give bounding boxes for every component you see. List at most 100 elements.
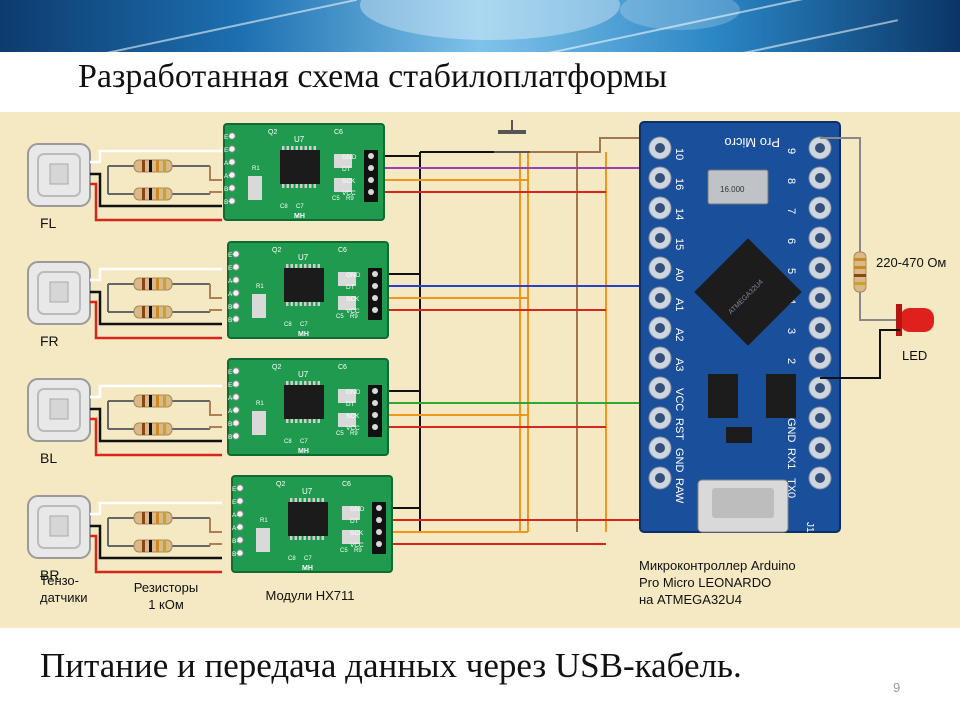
chip-pin: [300, 184, 303, 188]
module-left-pin-label: B-: [224, 186, 231, 193]
pin-hole: [815, 293, 825, 303]
chip-pin: [317, 419, 320, 423]
pin-hole: [655, 413, 665, 423]
chip-pin: [291, 146, 294, 150]
mark-r1: R1: [260, 518, 268, 524]
module-left-pin: [228, 145, 236, 153]
mark-q2: Q2: [272, 247, 281, 254]
pin-hole: [655, 233, 665, 243]
small-chip: [726, 427, 752, 443]
signal-wires: [384, 120, 661, 545]
module-left-pin: [236, 510, 244, 518]
chip-pin: [286, 419, 289, 423]
chip-pin: [286, 146, 289, 150]
module-left-pin-label: A+: [228, 291, 236, 298]
pin-hole: [655, 473, 665, 483]
resistor-band: [156, 278, 159, 290]
chip-pin: [299, 381, 302, 385]
mcu-chip: [694, 238, 802, 346]
module-right-pin: [368, 177, 374, 183]
resistor-band: [149, 512, 152, 524]
module-right-pin-label: GND: [346, 389, 361, 396]
smd-component: [248, 176, 262, 200]
module-right-pin: [372, 388, 378, 394]
module-left-pin-label: B-: [228, 421, 235, 428]
wire-tan: [209, 284, 222, 299]
sensor-group-fr: FR: [27, 261, 222, 349]
sensor-group-fl: FL: [27, 143, 222, 231]
chip-pin: [304, 381, 307, 385]
pin-label-left: A2: [673, 328, 685, 341]
pin-hole: [655, 203, 665, 213]
wire-red: [90, 534, 222, 574]
resistor-band: [854, 274, 866, 277]
crystal: [707, 169, 769, 205]
resistor-band: [156, 512, 159, 524]
resistor-band: [142, 278, 145, 290]
mark-c6: C6: [338, 247, 347, 254]
pin-label-left: 10: [673, 148, 685, 160]
wire-tan: [209, 426, 222, 429]
module-left-pin: [232, 419, 240, 427]
resistor-band: [156, 306, 159, 318]
mark-c5: C5: [336, 314, 344, 320]
module-left-pin-label: B-: [232, 538, 239, 545]
mark-q2: Q2: [272, 364, 281, 371]
resistor-band: [156, 423, 159, 435]
chip-pin: [313, 146, 316, 150]
load-cell-inner: [37, 271, 81, 315]
pin-hole: [815, 203, 825, 213]
module-right-pin-label: VCC: [350, 542, 364, 549]
page-number: 9: [893, 680, 901, 695]
resistor-body: [133, 305, 173, 319]
pro-micro-board: 10161415A0A1A2A3VCCRSTGNDRAW98765432GNDG…: [639, 121, 841, 533]
mark-mh: MH: [298, 331, 309, 338]
mark-c7: C7: [300, 322, 308, 328]
module-right-pin-label: SCK: [346, 413, 360, 420]
sensor-label-fl: FL: [40, 215, 57, 231]
pin-hole: [655, 383, 665, 393]
resistor-band: [149, 540, 152, 552]
pin-hole: [815, 443, 825, 453]
module-right-pin: [376, 505, 382, 511]
module-left-pin-label: B+: [232, 551, 240, 558]
chip-pin: [304, 302, 307, 306]
pin-hole: [815, 263, 825, 273]
pin-hole: [655, 263, 665, 273]
resistor-band: [156, 188, 159, 200]
resistor-band: [149, 278, 152, 290]
module-left-pin-label: E+: [228, 369, 236, 376]
pin-label-left: A0: [673, 268, 685, 281]
chip-pin: [308, 302, 311, 306]
chip-pin: [290, 536, 293, 540]
mark-r1: R1: [252, 166, 260, 172]
chip-label: U7: [298, 253, 309, 262]
mark-r1: R1: [256, 401, 264, 407]
module-left-pin: [232, 406, 240, 414]
regulator: [766, 374, 796, 418]
chip-pin: [313, 264, 316, 268]
wire-black: [90, 172, 222, 208]
wire-red: [90, 300, 222, 340]
resistor-band: [854, 266, 866, 269]
chip-pin: [317, 302, 320, 306]
chip-pin: [286, 264, 289, 268]
mark-c5: C5: [332, 196, 340, 202]
slide-title: Разработанная схема стабилоплатформы: [78, 58, 668, 95]
module-left-pin: [236, 484, 244, 492]
mark-mh: MH: [298, 448, 309, 455]
smd-component: [338, 272, 356, 286]
hx711-chip: [284, 268, 324, 302]
module-right-pin-label: DT: [342, 166, 351, 173]
wire-tan: [209, 191, 222, 194]
mark-c8: C8: [284, 439, 292, 445]
chip-pin: [303, 536, 306, 540]
smd-component: [338, 389, 356, 403]
pin-label-left: 16: [673, 178, 685, 190]
module-right-pin: [376, 541, 382, 547]
chip-pin: [304, 184, 307, 188]
resistor-band: [854, 282, 866, 285]
resistor-body: [133, 511, 173, 525]
chip-label: U7: [294, 135, 305, 144]
